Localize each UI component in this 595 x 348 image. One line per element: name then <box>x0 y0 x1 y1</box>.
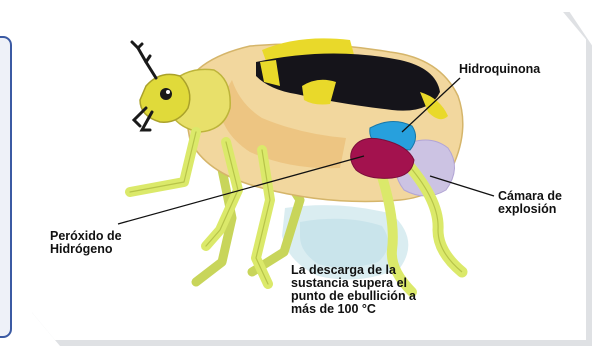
beetle-eye <box>160 88 172 100</box>
label-camara-explosion: Cámara de explosión <box>498 190 562 216</box>
antennae <box>132 42 156 78</box>
label-descarga: La descarga de la sustancia supera el pu… <box>291 264 416 316</box>
label-hidroquinona: Hidroquinona <box>459 63 540 76</box>
spray-cloud-inner <box>300 219 388 268</box>
label-peroxido: Peróxido de Hidrógeno <box>50 230 122 256</box>
